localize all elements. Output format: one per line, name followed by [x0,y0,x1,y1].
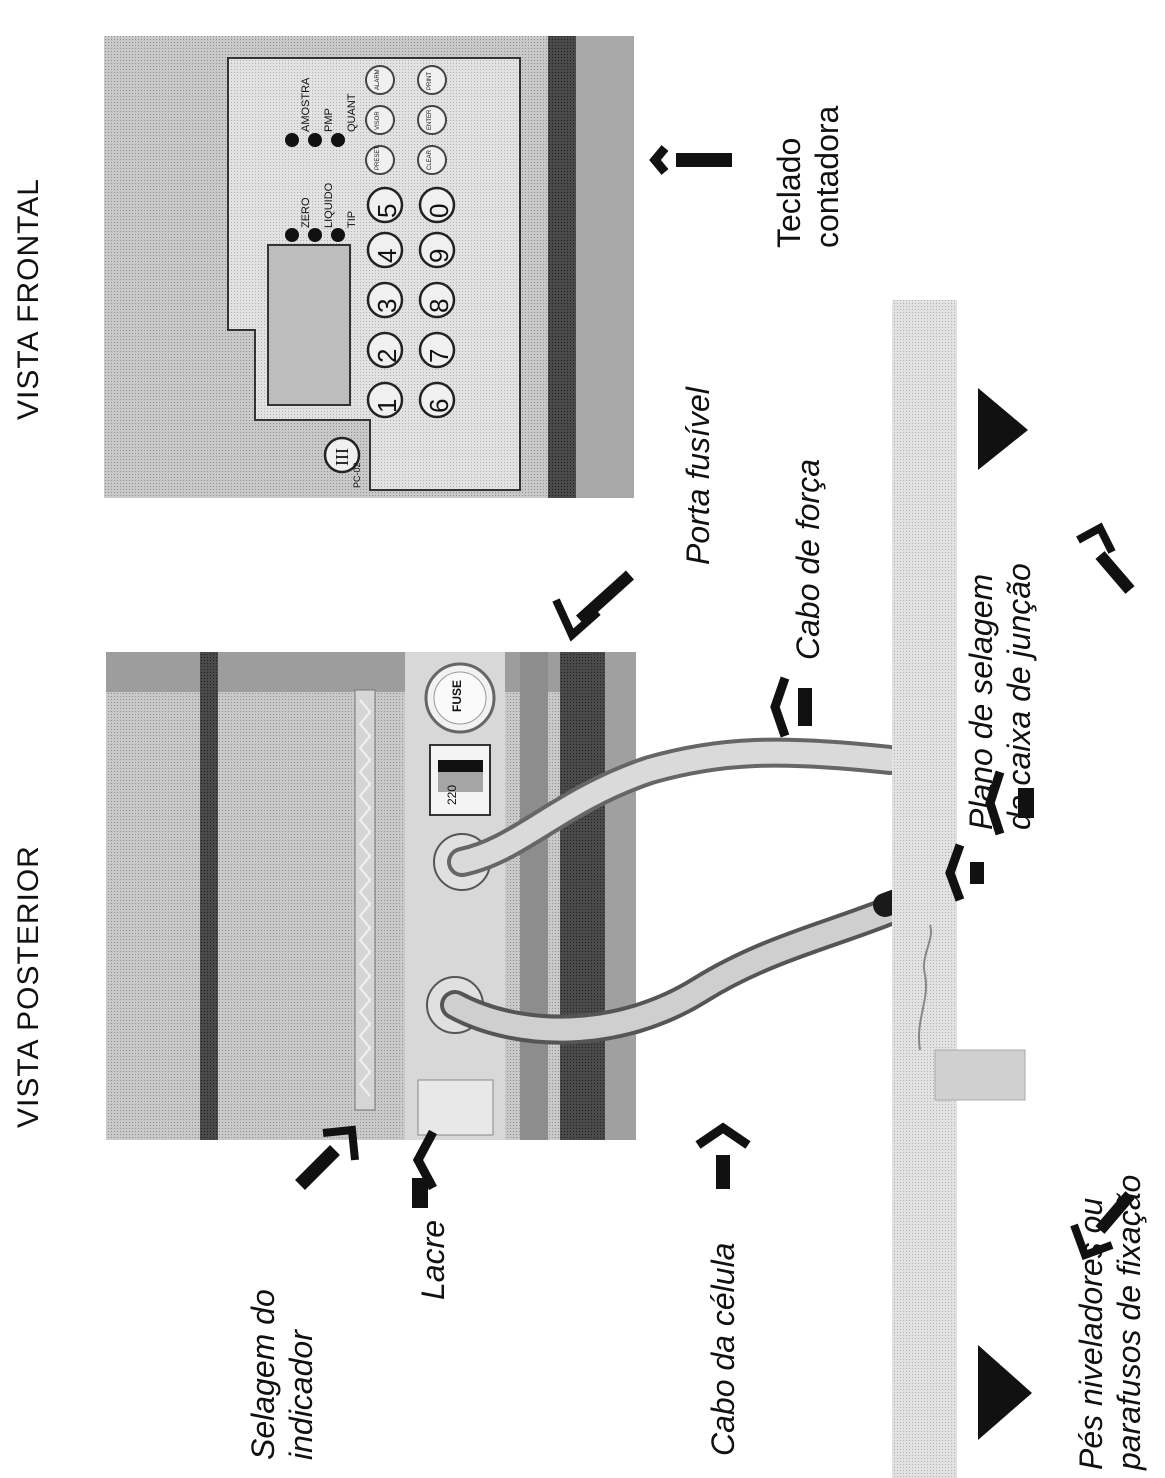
key-4[interactable]: 4 [372,248,402,263]
led-label-amostra: AMOSTRA [300,77,312,132]
arrow-pes-niveladores [985,770,1034,836]
label-selagem-line1: Selagem do [245,1289,281,1460]
led-label-zero: ZERO [300,197,312,228]
led-label-liquido: LIQUIDO [323,182,335,228]
key-0[interactable]: 0 [424,203,454,218]
key-8[interactable]: 8 [424,298,454,313]
label-pes-niveladores: Pés niveladores ou parafusos de fixação [1072,1175,1148,1470]
arrow-teclado [649,145,732,175]
label-teclado-line2: contadora [809,105,845,248]
arrows [295,145,1135,1261]
label-selagem-indicador: Selagem do indicador [244,1289,320,1460]
small-key-label-2: VISOR [375,111,381,130]
heading-vista-posterior: VISTA POSTERIOR [12,845,45,1128]
key-3[interactable]: 3 [372,298,402,313]
small-key-label-1: PRESET [375,145,381,170]
small-key-label-6: PRINT [427,72,433,90]
fuse-label: FUSE [450,679,464,712]
small-key-label-4: CLEAR [427,149,433,170]
key-6[interactable]: 6 [424,398,454,413]
led-label-quant: QUANT [346,93,358,133]
small-key-label-5: ENTER [427,109,433,130]
label-porta-fusivel: Porta fusível [680,387,716,565]
cables [440,737,952,1045]
front-panel-photo [104,36,634,498]
small-key-label-3: ALARM [375,69,381,90]
leveling-foot-upper [978,388,1028,470]
label-teclado-contadora: Teclado contadora [770,106,846,248]
arrow-base-upper [1076,522,1135,594]
arrow-base-lower [1070,1191,1135,1261]
rear-panel-photo [106,652,636,1140]
label-lacre: Lacre [415,1219,451,1300]
key-roman-iii[interactable]: III [332,448,352,466]
arrow-cabo-forca [770,676,812,738]
key-2[interactable]: 2 [372,348,402,363]
key-9[interactable]: 9 [424,248,454,263]
arrow-lacre [412,1129,437,1208]
led-label-tip: TIP [346,210,358,228]
label-pes-line2: parafusos de fixação [1111,1174,1147,1470]
arrow-porta-fusivel [552,570,635,642]
heading-vista-frontal: VISTA FRONTAL [12,178,45,420]
base-junction-box [892,300,1032,1478]
key-1[interactable]: 1 [372,398,402,413]
switch-label: 220 [445,784,459,805]
arrow-selagem [295,1125,359,1190]
leveling-foot-lower [978,1345,1032,1440]
label-selagem-line2: indicador [283,1330,319,1460]
arrow-cabo-celula [695,1122,751,1189]
label-cabo-forca: Cabo de força [790,458,826,660]
label-plano-line1: Plano de selagem [963,573,999,830]
label-teclado-line1: Teclado [771,137,807,248]
label-pes-line1: Pés niveladores ou [1073,1197,1109,1470]
key-7[interactable]: 7 [424,348,454,363]
model-tag: PC-02 [352,462,362,488]
arrow-plano-selagem [945,843,984,902]
label-cabo-celula: Cabo da célula [705,1242,741,1456]
led-label-pmp: PMP [323,108,335,132]
label-plano-line2: da caixa de junção [1001,563,1037,830]
key-5[interactable]: 5 [372,203,402,218]
label-plano-selagem: Plano de selagem da caixa de junção [962,563,1038,830]
